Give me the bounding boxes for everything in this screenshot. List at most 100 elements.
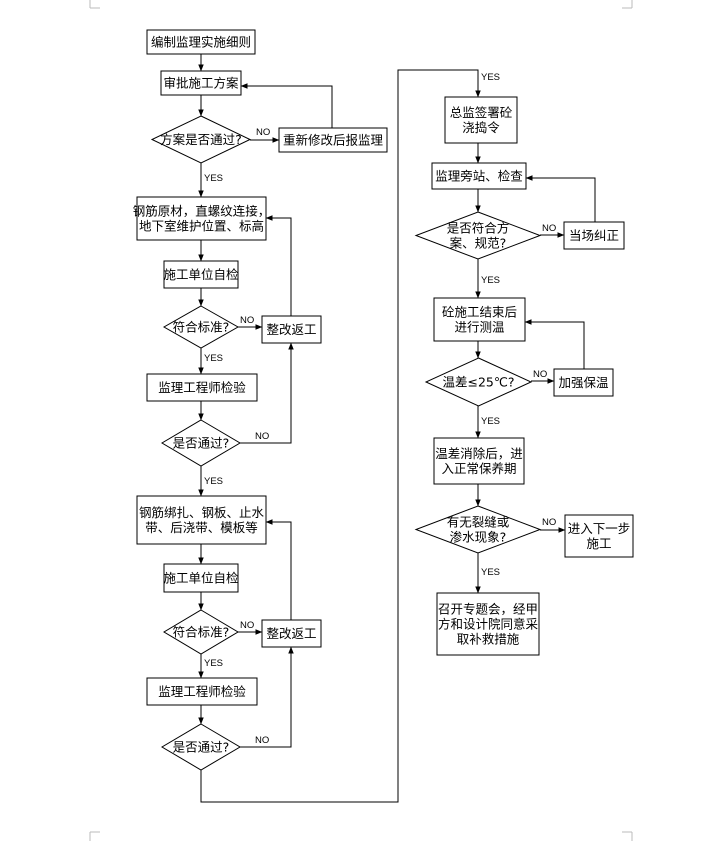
n25-shape	[414, 505, 542, 554]
node-approve-plan: 审批施工方案	[160, 70, 242, 96]
edge-n23-n21	[524, 319, 585, 369]
n13-text-line: 符合标准?	[173, 625, 230, 640]
n15-text-line: 监理工程师检验	[158, 684, 246, 699]
label-no-n22: NO	[533, 369, 547, 380]
n17-shape	[444, 96, 518, 144]
node-engineer-inspection-2: 监理工程师检验	[146, 677, 258, 706]
node-decision-temp-diff: 温差≤25℃?	[424, 357, 533, 407]
n20-shape	[563, 221, 625, 250]
n12-text-line: 施工单位自检	[163, 571, 239, 586]
n1-text-line: 编制监理实施细则	[151, 35, 251, 50]
label-no-n16: NO	[255, 735, 269, 746]
n4-shape	[278, 127, 388, 153]
n18-text-line: 监理旁站、检查	[435, 169, 523, 184]
label-yes-n19: YES	[481, 275, 500, 286]
node-decision-meets-standard-1: 符合标准?	[162, 305, 240, 349]
nodes: 编制监理实施细则 审批施工方案 方案是否通过? 重新修改后报监理 钢筋原材，直螺…	[133, 29, 634, 771]
n20-text-line: 当场纠正	[569, 228, 619, 243]
n16-shape	[161, 723, 241, 771]
edge-n14-n11	[265, 519, 292, 620]
n8-text-line: 整改返工	[266, 322, 316, 337]
n22-shape	[424, 357, 533, 407]
node-rebar-binding: 钢筋绑扎、钢板、止水带、后浇带、模板等	[136, 495, 267, 545]
page-corner-marks	[89, 0, 633, 841]
n5-text-line: 地下室维护位置、标高	[139, 219, 264, 234]
n10-text-line: 是否通过?	[173, 436, 230, 451]
label-yes-n3: YES	[204, 173, 223, 184]
n11-shape	[136, 495, 267, 545]
label-no-n3: NO	[256, 127, 270, 138]
n1-shape	[146, 29, 256, 55]
edge-n4-n2	[240, 83, 333, 128]
node-correct-on-site: 当场纠正	[563, 221, 625, 250]
n22-text-line: 温差≤25℃?	[442, 375, 514, 390]
edges	[198, 54, 596, 803]
node-compile-rules: 编制监理实施细则	[146, 29, 256, 55]
label-yes-n7: YES	[204, 353, 223, 364]
edge-n16-n14-no	[240, 646, 294, 748]
n18-shape	[431, 162, 527, 190]
node-rebar-materials: 钢筋原材，直螺纹连接，地下室维护位置、标高	[133, 196, 271, 241]
n25-text-line: 有无裂缝或	[447, 515, 510, 530]
n2-shape	[160, 70, 242, 96]
label-yes-n16: YES	[481, 72, 500, 83]
n3-text-line: 方案是否通过?	[160, 132, 242, 147]
n11-text-line: 带、后浇带、模板等	[145, 520, 258, 535]
n26-shape	[564, 514, 634, 558]
n24-shape	[433, 437, 525, 485]
n12-shape	[163, 563, 239, 593]
n17-text-line: 浇捣令	[462, 120, 500, 135]
edge-labels: NO YES NO YES NO YES NO YES NO YES NO YE…	[204, 72, 556, 746]
n5-text-line: 钢筋原材，直螺纹连接，	[133, 204, 271, 219]
n14-text-line: 整改返工	[266, 626, 316, 641]
n6-text-line: 施工单位自检	[163, 267, 239, 282]
node-decision-passed-2: 是否通过?	[161, 723, 241, 771]
n2-text-line: 审批施工方案	[163, 76, 239, 91]
n8-shape	[261, 315, 322, 344]
node-strengthen-insulation: 加强保温	[553, 368, 614, 397]
node-supervise-inspect: 监理旁站、检查	[431, 162, 527, 190]
label-no-n13: NO	[240, 620, 254, 631]
n21-shape	[433, 297, 526, 342]
n14-shape	[261, 619, 322, 648]
n26-text-line: 进入下一步	[568, 521, 631, 536]
n24-text-line: 入正常保养期	[441, 461, 516, 476]
n27-shape	[436, 592, 540, 656]
n27-text-line: 取补救措施	[457, 632, 520, 647]
n6-shape	[163, 260, 239, 289]
edge-n8-n5	[265, 215, 292, 316]
n17-text-line: 总监签署砼	[450, 105, 513, 120]
n9-text-line: 监理工程师检验	[158, 380, 246, 395]
edge-n20-n18	[525, 175, 596, 222]
label-yes-n25: YES	[481, 567, 500, 578]
n9-shape	[146, 373, 258, 402]
node-revise-resubmit: 重新修改后报监理	[278, 127, 388, 153]
label-yes-n10: YES	[204, 476, 223, 487]
edge-n16-n17-yes	[200, 69, 481, 803]
n24-text-line: 温差消除后，进	[435, 446, 523, 461]
n21-text-line: 进行测温	[454, 320, 505, 335]
n27-text-line: 方和设计院同意采	[438, 617, 539, 632]
n11-text-line: 钢筋绑扎、钢板、止水	[139, 505, 265, 520]
n23-shape	[553, 368, 614, 397]
n19-text-line: 是否符合方	[447, 221, 510, 236]
n3-shape	[150, 115, 252, 164]
n27-text-line: 召开专题会，经甲	[438, 602, 538, 617]
n4-text-line: 重新修改后报监理	[283, 133, 384, 148]
n19-text-line: 案、规范?	[450, 236, 507, 251]
n15-shape	[146, 677, 258, 706]
label-yes-n22: YES	[481, 416, 500, 427]
n23-text-line: 加强保温	[558, 375, 609, 390]
label-no-n25: NO	[542, 517, 556, 528]
n19-shape	[414, 211, 542, 260]
label-no-n7: NO	[240, 315, 254, 326]
label-no-n10: NO	[255, 431, 269, 442]
node-contractor-self-check-1: 施工单位自检	[163, 260, 239, 289]
node-decision-passed-1: 是否通过?	[161, 419, 241, 467]
n7-text-line: 符合标准?	[173, 320, 230, 335]
